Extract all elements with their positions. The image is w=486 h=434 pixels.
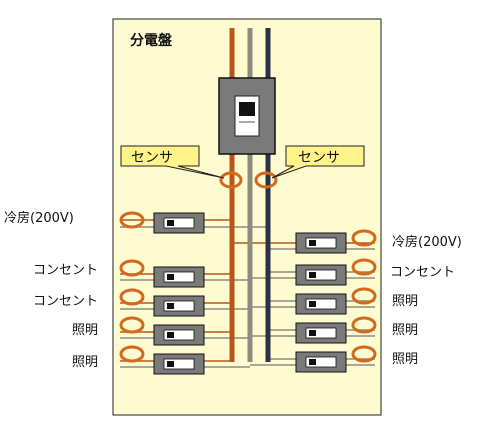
sensor-ring-right	[254, 171, 278, 189]
branch-breaker	[153, 295, 205, 317]
left-branch-circuits	[119, 211, 205, 375]
branch-breaker	[153, 324, 205, 346]
sensor-ring-left	[219, 171, 243, 189]
circuit-label-left: 照明	[72, 323, 98, 338]
circuit-label-left: コンセント	[33, 294, 98, 309]
circuit-label-left: コンセント	[33, 263, 98, 278]
circuit-label-right: 照明	[392, 323, 418, 338]
panel-title: 分電盤	[130, 32, 173, 49]
branch-breaker	[295, 264, 347, 286]
branch-breaker	[153, 353, 205, 375]
branch-breaker	[295, 293, 347, 315]
ct-sensor-ring	[351, 345, 377, 363]
ct-sensor-ring	[119, 259, 145, 277]
ct-sensor-ring	[119, 211, 145, 229]
circuit-label-right: 冷房(200V)	[392, 234, 462, 250]
right-branch-circuits	[295, 229, 377, 373]
ct-sensor-ring	[351, 229, 377, 247]
circuit-label-right: コンセント	[390, 265, 455, 280]
sensor-callout-right: センサ	[271, 145, 365, 179]
ct-sensor-ring	[119, 288, 145, 306]
circuit-label-left: 照明	[72, 355, 98, 370]
ct-sensor-ring	[351, 287, 377, 305]
ct-sensor-ring	[351, 258, 377, 276]
branch-breaker	[295, 322, 347, 344]
ct-sensor-ring	[119, 316, 145, 334]
main-breaker	[218, 77, 276, 155]
circuit-label-right: 照明	[392, 294, 418, 309]
branch-breaker	[153, 212, 205, 234]
sensor-callout-left: センサ	[120, 145, 225, 179]
branch-breaker	[295, 232, 347, 254]
sensor-label: センサ	[131, 150, 173, 166]
branch-breaker	[295, 351, 347, 373]
branch-breaker	[153, 266, 205, 288]
circuit-label-right: 照明	[392, 352, 418, 367]
circuit-label-left: 冷房(200V)	[4, 210, 74, 226]
sensor-label: センサ	[298, 150, 340, 166]
ct-sensor-ring	[119, 345, 145, 363]
ct-sensor-ring	[351, 316, 377, 334]
